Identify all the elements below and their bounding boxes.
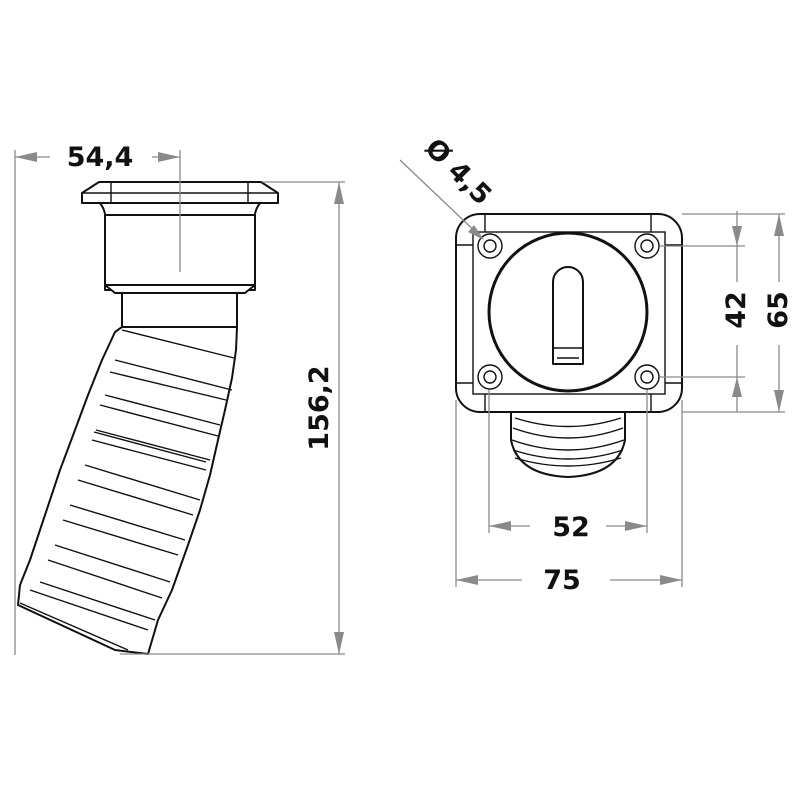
cap-slot <box>552 266 584 365</box>
screw-hole-bottom-left <box>477 364 503 390</box>
corrugated-hose <box>17 326 238 655</box>
dimension-height-42 <box>660 211 745 412</box>
dimension-width-52 <box>488 390 648 533</box>
inner-height-label-42: 42 <box>721 291 752 329</box>
inner-width-label-52: 52 <box>552 512 590 543</box>
dimension-width-54-4 <box>14 150 181 655</box>
width-label-54-4: 54,4 <box>67 142 134 173</box>
side-view-hose-fitting: 54,4 156,2 <box>14 142 345 655</box>
screw-hole-top-left <box>477 233 503 259</box>
top-view-flange: Ø 4,5 42 65 52 <box>399 133 794 596</box>
outer-width-label-75: 75 <box>543 565 581 596</box>
dimension-height-65 <box>682 213 785 413</box>
hole-leader-line <box>399 159 483 239</box>
cap-circle <box>487 231 649 393</box>
height-label-156-2: 156,2 <box>304 365 335 450</box>
hole-diameter-label: Ø 4,5 <box>419 133 498 212</box>
screw-hole-bottom-right <box>634 364 660 390</box>
outer-height-label-65: 65 <box>763 291 794 329</box>
dimension-height-156-2 <box>120 181 345 655</box>
dimension-width-75 <box>455 400 683 587</box>
hose-rings <box>510 410 626 478</box>
screw-hole-top-right <box>634 233 660 259</box>
